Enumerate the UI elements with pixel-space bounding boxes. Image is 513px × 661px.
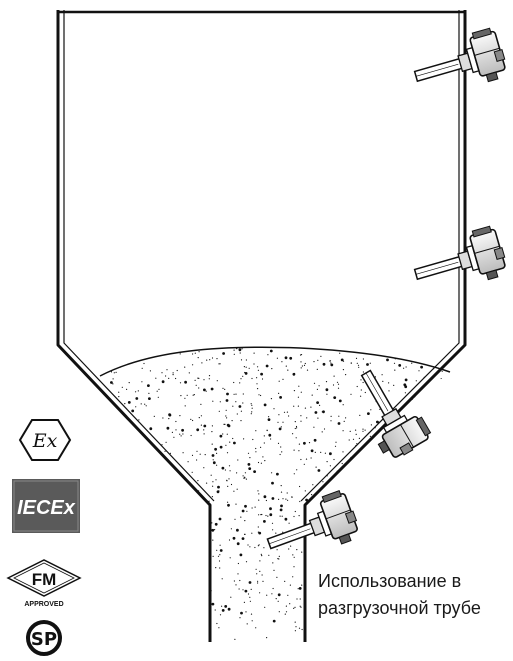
caption-line-1: Использование в bbox=[318, 571, 462, 591]
fm-approved-logo: FM APPROVED bbox=[6, 559, 82, 608]
middle-level-switch bbox=[413, 225, 506, 281]
iecex-logo-text: IECEx bbox=[17, 497, 76, 519]
atex-logo: Ex bbox=[18, 419, 72, 461]
caption-line-2: разгрузочной трубе bbox=[318, 598, 481, 618]
material-level-switch bbox=[360, 369, 432, 458]
fm-logo-subtext: APPROVED bbox=[24, 601, 63, 608]
upper-level-switch bbox=[413, 27, 506, 83]
csa-logo-text: SP bbox=[31, 629, 57, 650]
atex-logo-text: Ex bbox=[32, 430, 58, 452]
usage-caption: Использование в разгрузочной трубе bbox=[318, 568, 481, 622]
discharge-pipe-switch bbox=[266, 489, 358, 550]
fm-logo-text: FM bbox=[32, 570, 57, 589]
csa-logo: SP bbox=[26, 620, 62, 656]
iecex-logo: IECEx bbox=[12, 479, 80, 533]
silo-outline bbox=[56, 10, 467, 642]
